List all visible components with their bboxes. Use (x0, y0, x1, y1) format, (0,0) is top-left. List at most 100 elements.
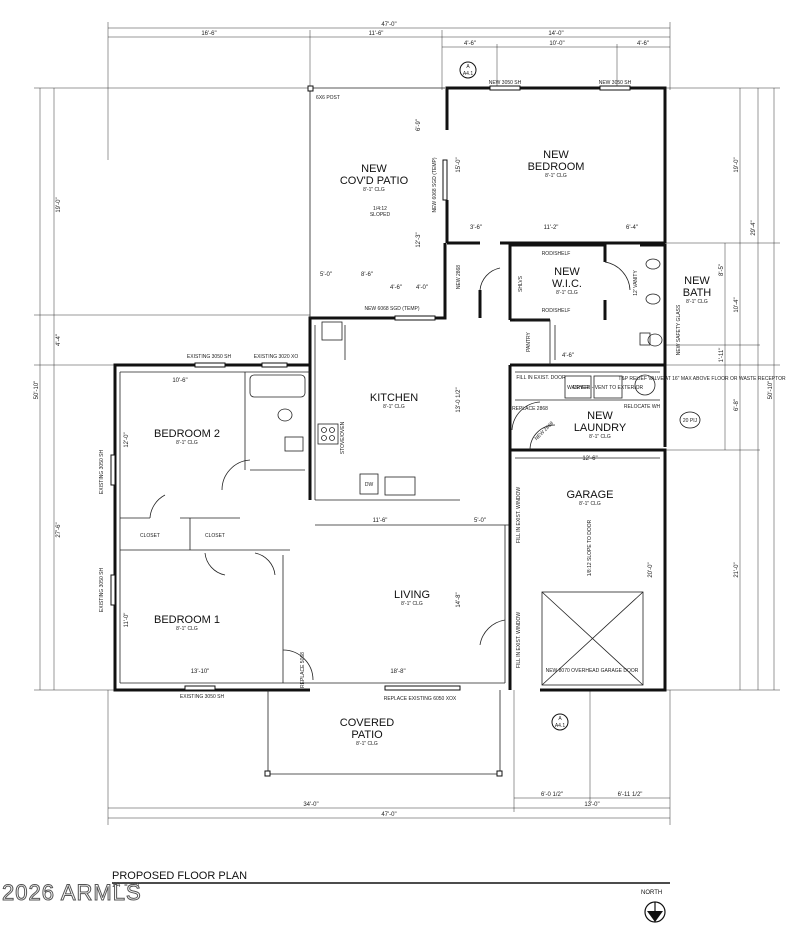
note-tp-relief: T&P RELIEF VALVE AT 16" MAX ABOVE FLOOR … (618, 376, 786, 382)
note-existing-3: EXISTING 3050 SH (99, 450, 105, 495)
note-existing-5: EXISTING 3050 SH (180, 694, 225, 700)
note-existing-2: EXISTING 3020 XO (254, 354, 299, 360)
svg-text:BEDROOM: BEDROOM (528, 161, 585, 173)
svg-text:NEW: NEW (554, 266, 580, 278)
note-existing-1: EXISTING 3050 SH (187, 354, 232, 360)
section-marker-sheet: A4.1 (463, 71, 474, 77)
dim-bed-c: 4'-6" (637, 41, 649, 47)
note-existing-4: EXISTING 3050 SH (99, 568, 105, 613)
note-stove: STOVE/OVEN (340, 421, 346, 454)
dim-right-b: 29'-4" (751, 220, 757, 235)
note-washer: WASHER (567, 385, 589, 391)
note-slope-1: 1/4:12 (373, 206, 387, 212)
note-door-patio2: NEW 6068 SGD (TEMP) (432, 157, 438, 212)
dim-patio-c: 4'-6" (390, 285, 402, 291)
dim-bottom-overall: 47'-0" (381, 812, 396, 818)
svg-text:NEW: NEW (684, 275, 710, 287)
north-arrow-icon (644, 901, 666, 923)
dim-bed2-h: 12'-0" (124, 432, 130, 447)
section-marker-top: A A4.1 (459, 61, 477, 79)
dim-garage-h: 20'-0" (648, 562, 654, 577)
note-slope-2: SLOPED (370, 212, 391, 218)
svg-text:COV'D PATIO: COV'D PATIO (340, 175, 409, 187)
svg-text:NEW: NEW (361, 163, 387, 175)
room-cov-patio: NEW COV'D PATIO 8'-1" CLG (340, 163, 409, 193)
room-new-bedroom: NEW BEDROOM 8'-1" CLG (528, 149, 585, 179)
dim-bed-h: 15'-0" (456, 157, 462, 172)
dim-bottom-b: 13'-0" (584, 802, 599, 808)
svg-text:8'-1" CLG: 8'-1" CLG (176, 440, 198, 446)
plan-title: PROPOSED FLOOR PLAN (112, 870, 248, 882)
room-labels: NEW COV'D PATIO 8'-1" CLG NEW BEDROOM 8'… (154, 149, 711, 747)
dim-bed1-h: 11'-0" (124, 613, 130, 628)
section-marker-bottom: A A4.1 (551, 713, 569, 731)
dim-right-d: 8'-5" (719, 264, 725, 276)
svg-text:8'-1" CLG: 8'-1" CLG (176, 626, 198, 632)
note-slope-door: 1/8:12 SLOPE TO DOOR (587, 519, 593, 576)
note-window-top-1: NEW 3050 SH (489, 80, 522, 86)
water-heater-tag: 20 PIJ (679, 411, 701, 429)
note-pantry: PANTRY (526, 331, 532, 351)
dim-living-h: 14'-8" (456, 592, 462, 607)
note-door-2868: NEW 2868 (456, 265, 462, 289)
walls (113, 86, 667, 692)
note-vanity: 12' VANITY (633, 270, 639, 296)
dim-garage-b: 6'-11 1/2" (618, 792, 643, 798)
svg-text:GARAGE: GARAGE (566, 489, 613, 501)
dim-bed-b: 10'-0" (549, 41, 564, 47)
note-garage-door: NEW 8070 OVERHEAD GARAGE DOOR (546, 668, 639, 674)
svg-text:8'-1" CLG: 8'-1" CLG (686, 299, 708, 305)
svg-text:BEDROOM 2: BEDROOM 2 (154, 428, 220, 440)
section-marker-sheet: A4.1 (555, 723, 566, 729)
svg-text:8'-1" CLG: 8'-1" CLG (589, 434, 611, 440)
dim-patio-b: 8'-6" (361, 272, 373, 278)
svg-text:NEW: NEW (587, 410, 613, 422)
svg-text:COVERED: COVERED (340, 717, 394, 729)
svg-text:PATIO: PATIO (351, 729, 383, 741)
dim-bed-w3: 6'-4" (626, 225, 638, 231)
dim-patio-f: 6'-9" (416, 119, 422, 131)
room-bedroom-2: BEDROOM 2 8'-1" CLG (154, 428, 220, 446)
svg-text:LIVING: LIVING (394, 589, 430, 601)
dim-left-a: 19'-0" (56, 197, 62, 212)
dimension-labels: 47'-0" 16'-6" 11'-6" 14'-0" 4'-6" 10'-0"… (34, 22, 774, 818)
room-bath: NEW BATH 8'-1" CLG (683, 275, 712, 305)
north-label: NORTH (641, 890, 663, 896)
patio-structures (149, 85, 663, 777)
room-bedroom-1: BEDROOM 1 8'-1" CLG (154, 614, 220, 632)
note-dw: DW (365, 482, 374, 488)
note-replace-sgd: REPLACE 5068 (300, 652, 306, 688)
dim-right-f: 1'-11" (719, 348, 725, 363)
note-fill-door: FILL IN EXIST. DOOR (516, 375, 566, 381)
dim-bed2-w: 10'-6" (172, 378, 187, 384)
dim-left-c: 27'-6" (56, 522, 62, 537)
dim-garage-w: 12'-6" (582, 456, 597, 462)
note-replace-1: REPLACE 2868 (512, 406, 548, 412)
plan-scale: 1/4" = 1'-0" (112, 883, 142, 889)
note-closet-1: CLOSET (140, 533, 160, 539)
dim-top-b: 11'-6" (369, 31, 384, 37)
svg-text:8'-1" CLG: 8'-1" CLG (545, 173, 567, 179)
dim-right-g: 6'-8" (734, 399, 740, 411)
dim-kitchen-h: 13'-0 1/2" (456, 387, 462, 412)
svg-text:W.I.C.: W.I.C. (552, 278, 582, 290)
svg-text:8'-1" CLG: 8'-1" CLG (363, 187, 385, 193)
svg-text:LAUNDRY: LAUNDRY (574, 422, 627, 434)
note-dryer: DRYER - VENT TO EXTERIOR (573, 385, 644, 391)
watermark: 2026 ARMLS (2, 880, 142, 906)
svg-text:BATH: BATH (683, 287, 712, 299)
svg-text:8'-1" CLG: 8'-1" CLG (556, 290, 578, 296)
dim-right-a: 19'-0" (734, 157, 740, 172)
note-relocate: RELOCATE WH (624, 404, 661, 410)
svg-text:8'-1" CLG: 8'-1" CLG (383, 404, 405, 410)
windows (110, 85, 631, 691)
svg-text:8'-1" CLG: 8'-1" CLG (356, 741, 378, 747)
note-rod-shelf-1: ROD/SHELF (542, 251, 571, 257)
dim-bed-w1: 3'-6" (470, 225, 482, 231)
svg-text:KITCHEN: KITCHEN (370, 392, 418, 404)
dim-bed1-w: 13'-10" (191, 669, 210, 675)
note-fill-window-1: FILL IN EXIST. WINDOW (516, 487, 522, 543)
note-closet-2: CLOSET (205, 533, 225, 539)
dim-left-b: 4'-4" (56, 334, 62, 346)
room-laundry: NEW LAUNDRY 8'-1" CLG (574, 410, 627, 440)
